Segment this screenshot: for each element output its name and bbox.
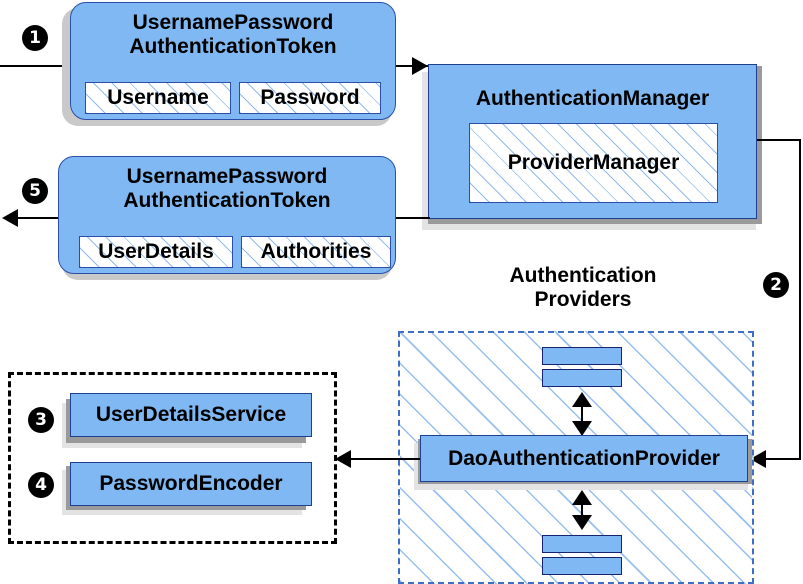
response-token-field-userdetails: UserDetails xyxy=(79,236,233,268)
authentication-manager-title: AuthenticationManager xyxy=(475,87,710,110)
provider-bar-top-1 xyxy=(542,347,622,365)
response-token-field-authorities: Authorities xyxy=(241,236,391,268)
response-token-card[interactable]: UsernamePassword AuthenticationToken Use… xyxy=(58,156,396,274)
response-token-title: UsernamePassword AuthenticationToken xyxy=(123,165,331,212)
manager-to-provider-vertical xyxy=(799,139,801,459)
dao-to-dependencies-arrowhead xyxy=(335,450,351,468)
step-marker-3: 3 xyxy=(28,407,54,433)
dao-authentication-provider-box[interactable]: DaoAuthenticationProvider xyxy=(420,435,748,482)
provider-link-top-line xyxy=(581,398,583,428)
incoming-request-line xyxy=(0,65,62,67)
provider-link-bottom-line xyxy=(581,496,583,522)
passwordencoder-box[interactable]: PasswordEncoder xyxy=(70,462,312,506)
provider-bar-bottom-1 xyxy=(542,535,622,553)
providers-group-label: Authentication Providers xyxy=(509,264,657,311)
request-token-field-username: Username xyxy=(85,82,231,114)
request-token-title: UsernamePassword AuthenticationToken xyxy=(129,11,337,58)
manager-to-response-line xyxy=(396,217,430,219)
manager-exit-line xyxy=(757,139,801,141)
provider-entry-arrowhead xyxy=(750,450,766,468)
request-token-card[interactable]: UsernamePassword AuthenticationToken Use… xyxy=(70,2,396,120)
provider-entry-line xyxy=(764,458,801,460)
response-out-arrowhead xyxy=(2,209,18,227)
step-marker-2: 2 xyxy=(763,272,789,298)
dependencies-group xyxy=(8,372,337,544)
step-marker-5: 5 xyxy=(22,178,48,204)
request-token-field-password: Password xyxy=(239,82,381,114)
step-marker-4: 4 xyxy=(28,472,54,498)
provider-bar-top-2 xyxy=(542,369,622,387)
provider-link-bottom-arrow-down xyxy=(572,515,592,530)
userdetailsservice-box[interactable]: UserDetailsService xyxy=(70,393,312,437)
provider-link-top-arrow-down xyxy=(572,421,592,436)
authentication-manager-card[interactable]: AuthenticationManager ProviderManager xyxy=(428,64,757,219)
request-to-manager-arrowhead xyxy=(412,57,428,75)
provider-manager-box: ProviderManager xyxy=(469,123,718,203)
provider-bar-bottom-2 xyxy=(542,557,622,575)
dao-to-dependencies-line xyxy=(349,458,420,460)
step-marker-1: 1 xyxy=(22,25,48,51)
response-out-line xyxy=(16,217,64,219)
